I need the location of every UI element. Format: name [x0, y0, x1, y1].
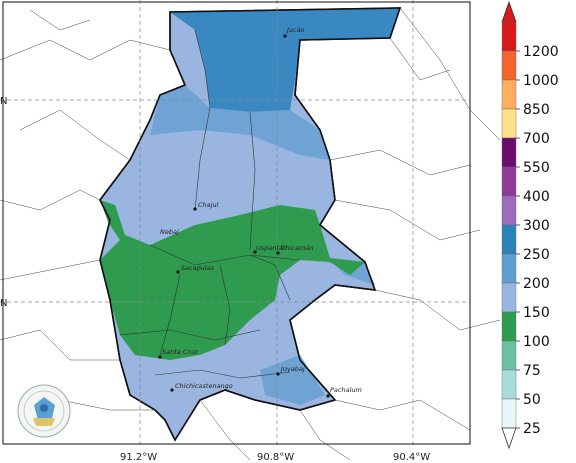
- legend-band: [501, 137, 517, 168]
- legend-band: [501, 108, 517, 139]
- legend-band: [501, 195, 517, 226]
- legend-band: [501, 282, 517, 313]
- lon-tick-3: 90.4°W: [393, 452, 430, 463]
- legend-label: 75: [523, 363, 541, 379]
- lon-tick-1: 91.2°W: [120, 452, 157, 463]
- municipal-boundaries: [119, 29, 301, 379]
- town-santa-cruz: Santa Cruz: [162, 348, 198, 356]
- color-legend: 1200 1000 850 700 550 400 300 250 200 150 100 75 50 2…: [501, 0, 559, 450]
- legend-label: 700: [523, 131, 550, 147]
- legend-label: 150: [523, 305, 550, 321]
- graticule: [0, 0, 470, 445]
- legend-band: [501, 311, 517, 342]
- legend-label: 1200: [523, 44, 559, 60]
- town-joyabaj: Joyabaj: [279, 365, 305, 373]
- town-chicaman: Chicamán: [281, 244, 313, 252]
- legend-label: 550: [523, 160, 550, 176]
- legend-label: 25: [523, 421, 541, 437]
- legend-label: 300: [523, 218, 550, 234]
- map-frame: [2, 1, 471, 445]
- other-boundaries: [0, 7, 500, 461]
- town-uspantan: Uspantán: [256, 244, 287, 252]
- region-outline: [99, 7, 402, 442]
- legend-label: 50: [523, 392, 541, 408]
- legend-band: [501, 340, 517, 371]
- legend-label: 850: [523, 102, 550, 118]
- town-chichicastenango: Chichicastenango: [175, 382, 233, 390]
- region-200-250-southeast: [260, 355, 325, 405]
- legend-label: 200: [523, 276, 550, 292]
- lat-tick-1: N: [0, 96, 7, 107]
- legend-band: [501, 79, 517, 110]
- legend-arrow-top: [501, 0, 517, 23]
- lon-tick-2: 90.8°W: [257, 452, 294, 463]
- legend-label: 100: [523, 334, 550, 350]
- legend-label: 250: [523, 247, 550, 263]
- legend-band: [501, 253, 517, 284]
- town-jacan: Jacán: [285, 26, 305, 34]
- legend-band: [501, 50, 517, 81]
- town-pachalum: Pachalum: [330, 386, 362, 394]
- legend-band: [501, 369, 517, 400]
- town-nebaj: Nebaj: [160, 228, 179, 236]
- legend-arrow-bottom: [501, 427, 517, 450]
- legend-label: 1000: [523, 73, 559, 89]
- legend-band: [501, 398, 517, 429]
- legend-band: [501, 21, 517, 52]
- region-100-150: [100, 200, 365, 360]
- region-200-250-north: [150, 85, 330, 160]
- insivumeh-logo: [17, 384, 71, 438]
- lat-tick-2: N: [0, 298, 7, 309]
- town-chajul: Chajul: [198, 201, 219, 209]
- legend-band: [501, 166, 517, 197]
- town-sacapulas: Sacapulas: [181, 264, 215, 272]
- town-markers: Jacán Chajul Nebaj Uspantán Chicamán Sac…: [158, 26, 362, 398]
- legend-band: [501, 224, 517, 255]
- legend-label: 400: [523, 189, 550, 205]
- region-250-300: [170, 8, 400, 112]
- rainfall-map: Jacán Chajul Nebaj Uspantán Chicamán Sac…: [0, 0, 500, 463]
